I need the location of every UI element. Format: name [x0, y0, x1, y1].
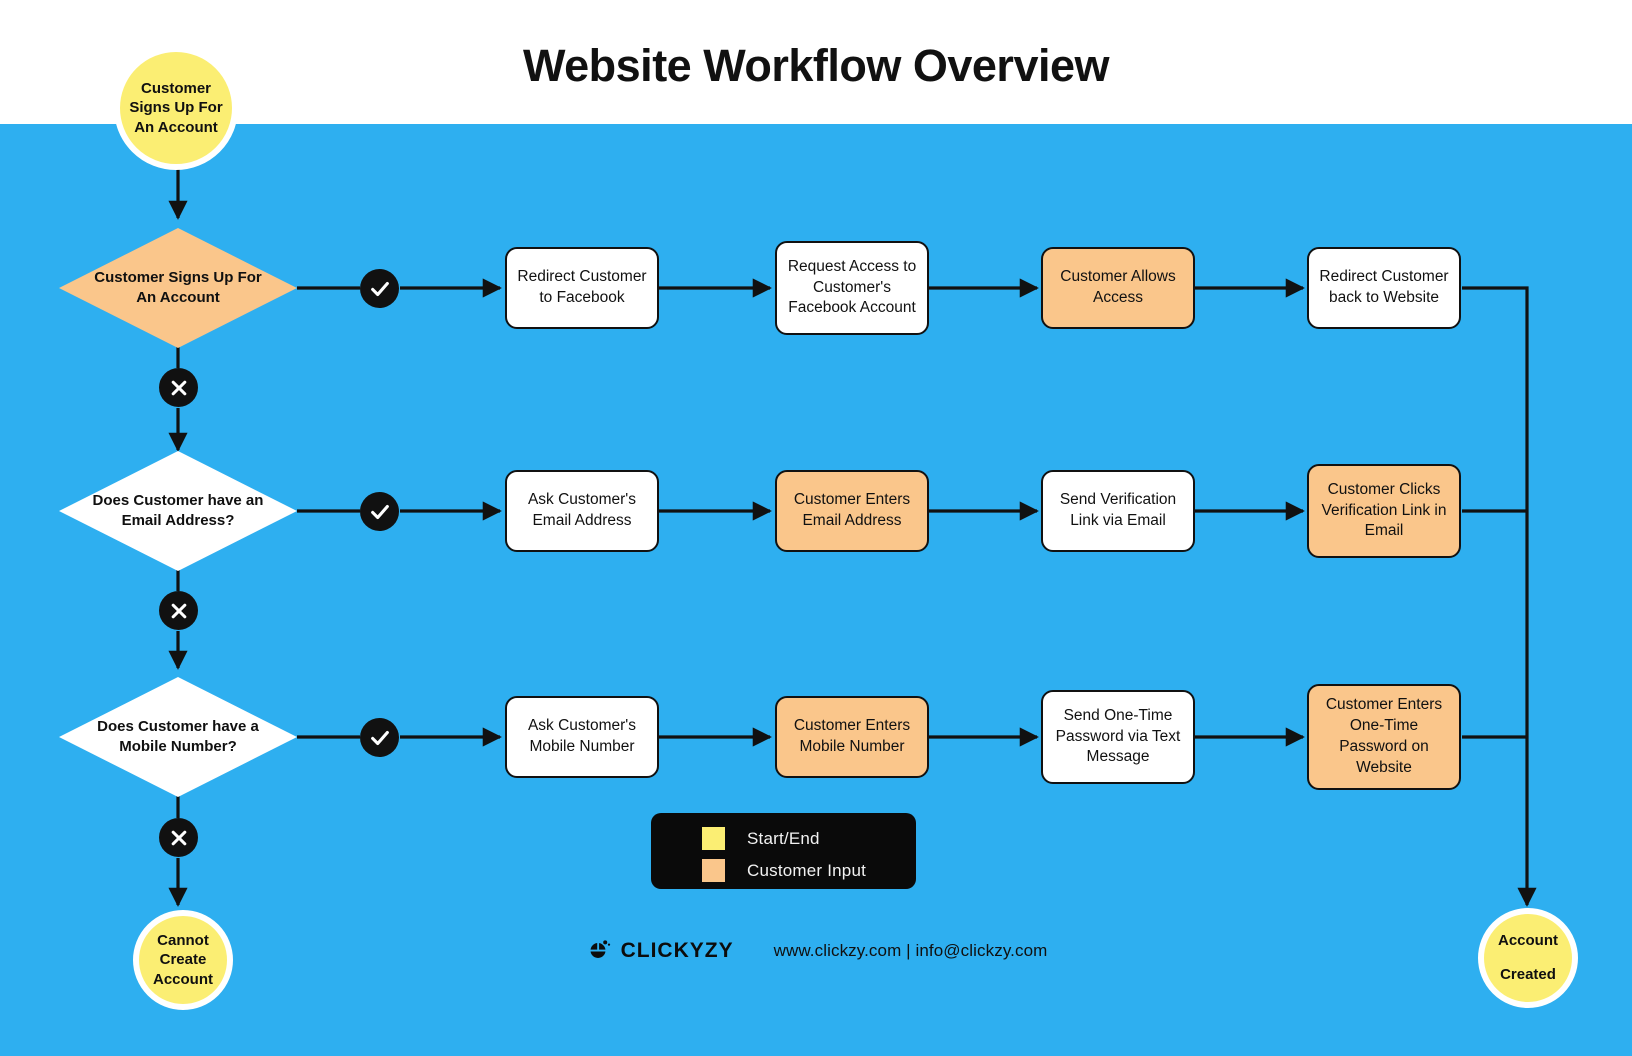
legend: Start/End Customer Input: [651, 813, 916, 889]
end-node-fail-label: Cannot Create Account: [153, 931, 213, 988]
decision-has-mobile-number[interactable]: Does Customer have a Mobile Number?: [57, 675, 299, 799]
check-icon: [370, 730, 389, 745]
end-node-cannot-create-account[interactable]: Cannot Create Account: [133, 910, 233, 1010]
cross-icon: [171, 603, 186, 618]
step-label: Redirect Customer back to Website: [1319, 268, 1449, 306]
footer: CLICKYZY www.clickzy.com | info@clickzy.…: [0, 938, 1632, 964]
brand-name: CLICKYZY: [620, 939, 734, 962]
start-node[interactable]: Customer Signs Up For An Account: [114, 46, 238, 170]
step-request-access-to-facebook-account[interactable]: Request Access to Customer's Facebook Ac…: [775, 241, 929, 335]
swatch-customer-input-icon: [702, 859, 725, 882]
footer-contact: www.clickzy.com | info@clickzy.com: [773, 941, 1048, 960]
diamond-shape-icon: [59, 228, 297, 348]
yes-badge-row-3[interactable]: [360, 718, 399, 757]
no-badge-after-decision-1[interactable]: [159, 368, 198, 407]
step-customer-enters-one-time-password[interactable]: Customer Enters One-Time Password on Web…: [1307, 684, 1461, 790]
step-label: Customer Enters Mobile Number: [793, 717, 911, 755]
page-title: Website Workflow Overview: [522, 40, 1110, 91]
decision-2-label: Does Customer have an Email Address?: [92, 491, 264, 529]
step-label: Send One-Time Password via Text Message: [1055, 706, 1181, 766]
decision-customer-signs-up[interactable]: Customer Signs Up For An Account: [57, 226, 299, 350]
step-customer-clicks-verification-link[interactable]: Customer Clicks Verification Link in Ema…: [1307, 464, 1461, 558]
step-label: Customer Allows Access: [1060, 268, 1176, 306]
step-customer-enters-mobile-number[interactable]: Customer Enters Mobile Number: [775, 696, 929, 778]
check-icon: [370, 281, 389, 296]
start-node-label: Customer Signs Up For An Account: [129, 79, 223, 136]
step-send-one-time-password-via-text[interactable]: Send One-Time Password via Text Message: [1041, 690, 1195, 784]
cross-icon: [171, 830, 186, 845]
step-label: Ask Customer's Mobile Number: [527, 717, 637, 755]
step-label: Ask Customer's Email Address: [527, 491, 637, 529]
legend-item-start-end: Start/End: [702, 827, 916, 850]
step-label: Send Verification Link via Email: [1059, 491, 1177, 529]
diamond-shape-icon: [59, 677, 297, 797]
step-label: Customer Enters One-Time Password on Web…: [1325, 696, 1443, 776]
swatch-start-end-icon: [702, 827, 725, 850]
yes-badge-row-1[interactable]: [360, 269, 399, 308]
cross-icon: [171, 380, 186, 395]
step-label: Customer Enters Email Address: [793, 491, 911, 529]
step-label: Redirect Customer to Facebook: [517, 268, 647, 306]
brand-lockup: CLICKYZY: [585, 938, 734, 964]
legend-item-customer-input: Customer Input: [702, 859, 916, 882]
diamond-shape-icon: [59, 451, 297, 571]
check-icon: [370, 504, 389, 519]
step-label: Customer Clicks Verification Link in Ema…: [1321, 480, 1447, 540]
legend-label: Start/End: [747, 828, 820, 848]
end-node-success-label: Account Created: [1498, 931, 1558, 984]
step-ask-customers-mobile-number[interactable]: Ask Customer's Mobile Number: [505, 696, 659, 778]
step-customer-allows-access[interactable]: Customer Allows Access: [1041, 247, 1195, 329]
step-customer-enters-email-address[interactable]: Customer Enters Email Address: [775, 470, 929, 552]
step-label: Request Access to Customer's Facebook Ac…: [787, 257, 917, 317]
step-redirect-customer-back-to-website[interactable]: Redirect Customer back to Website: [1307, 247, 1461, 329]
end-node-account-created[interactable]: Account Created: [1478, 908, 1578, 1008]
no-badge-after-decision-3[interactable]: [159, 818, 198, 857]
decision-has-email-address[interactable]: Does Customer have an Email Address?: [57, 449, 299, 573]
legend-label: Customer Input: [747, 860, 867, 880]
step-redirect-customer-to-facebook[interactable]: Redirect Customer to Facebook: [505, 247, 659, 329]
yes-badge-row-2[interactable]: [360, 492, 399, 531]
decision-1-label: Customer Signs Up For An Account: [94, 268, 262, 306]
no-badge-after-decision-2[interactable]: [159, 591, 198, 630]
decision-3-label: Does Customer have a Mobile Number?: [97, 717, 259, 755]
mouse-cursor-logo-icon: [589, 940, 610, 958]
step-send-verification-link-via-email[interactable]: Send Verification Link via Email: [1041, 470, 1195, 552]
step-ask-customers-email-address[interactable]: Ask Customer's Email Address: [505, 470, 659, 552]
